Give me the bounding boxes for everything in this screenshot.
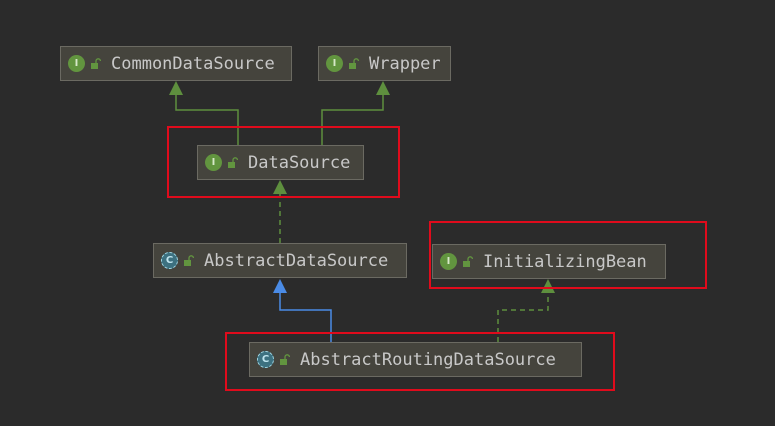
unlocked-access-icon (228, 156, 238, 168)
interface-icon: I (326, 55, 343, 72)
highlight-box-abstract-routing-data-source (225, 332, 615, 391)
unlocked-access-icon (463, 255, 473, 267)
node-label: AbstractDataSource (204, 250, 389, 271)
node-abstract-routing-data-source[interactable]: C AbstractRoutingDataSource (249, 342, 582, 377)
node-wrapper[interactable]: I Wrapper (318, 46, 451, 81)
node-label: InitializingBean (483, 251, 647, 272)
interface-icon: I (440, 253, 457, 270)
interface-icon: I (205, 154, 222, 171)
node-label: CommonDataSource (111, 53, 275, 74)
highlight-box-data-source (167, 126, 400, 198)
unlocked-access-icon (184, 254, 194, 266)
node-label: DataSource (248, 152, 351, 173)
node-abstract-data-source[interactable]: C AbstractDataSource (153, 243, 407, 278)
abstract-class-icon: C (161, 252, 178, 269)
interface-icon: I (68, 55, 85, 72)
edge-routing-to-initializingbean (497, 279, 555, 342)
node-common-data-source[interactable]: I CommonDataSource (60, 46, 292, 81)
highlight-box-initializing-bean (429, 221, 707, 289)
node-label: Wrapper (369, 53, 441, 74)
unlocked-access-icon (349, 57, 359, 69)
edge-abstractdatasource-to-datasource (273, 180, 287, 243)
abstract-class-icon: C (257, 351, 274, 368)
unlocked-access-icon (280, 353, 290, 365)
unlocked-access-icon (91, 57, 101, 69)
edge-routing-to-abstractdatasource (273, 279, 332, 342)
node-data-source[interactable]: I DataSource (197, 145, 364, 180)
node-label: AbstractRoutingDataSource (300, 349, 556, 370)
node-initializing-bean[interactable]: I InitializingBean (432, 244, 666, 279)
